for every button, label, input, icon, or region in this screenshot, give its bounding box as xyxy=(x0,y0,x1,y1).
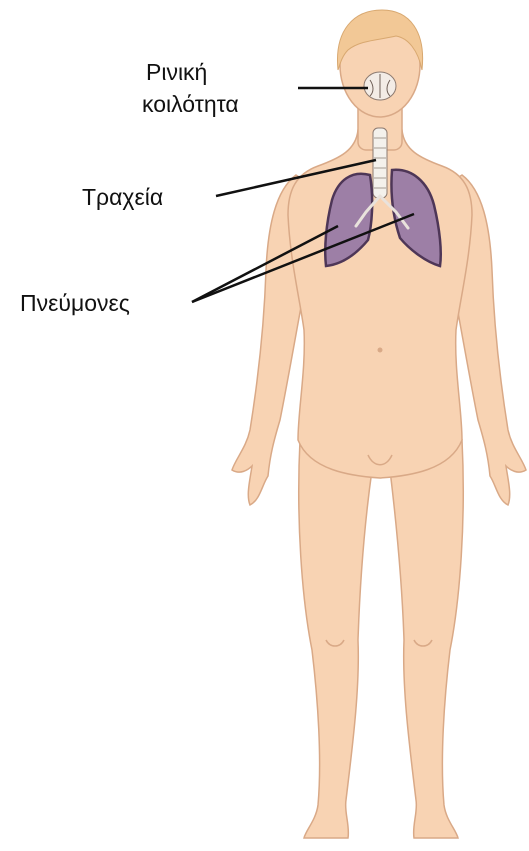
right-leg xyxy=(390,440,463,838)
left-leg xyxy=(299,440,372,838)
nasal-cavity xyxy=(364,72,396,100)
label-nasal-cavity-line1: Ρινική xyxy=(146,59,207,85)
trachea xyxy=(373,128,387,198)
label-trachea: Τραχεία xyxy=(82,184,163,210)
label-nasal-cavity-line2: κοιλότητα xyxy=(142,91,239,117)
label-lungs: Πνεύμονες xyxy=(20,290,130,316)
navel xyxy=(378,348,383,353)
